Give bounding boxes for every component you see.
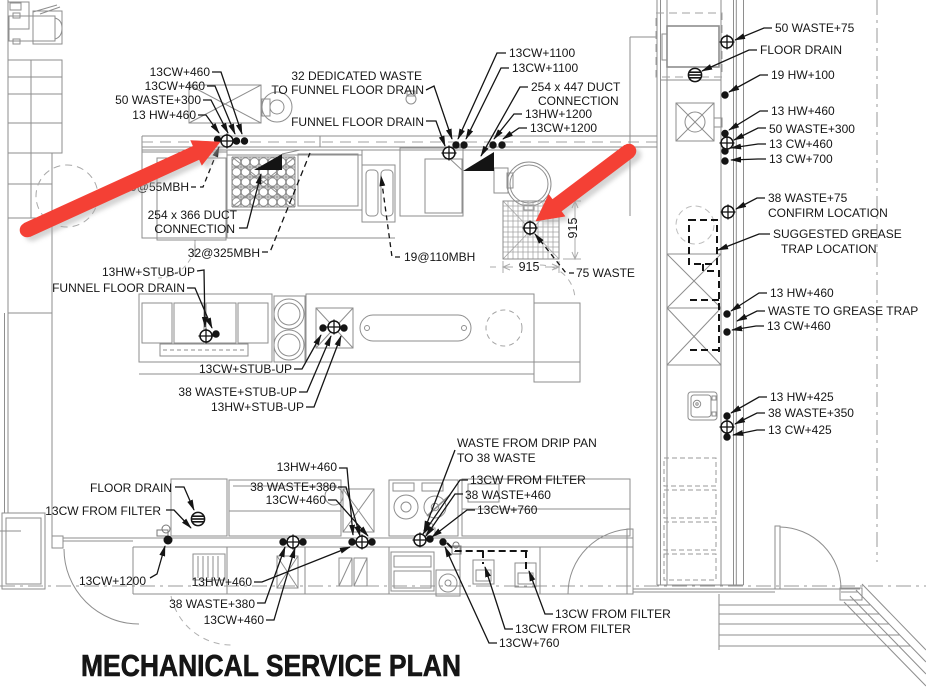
svg-text:13 HW+460: 13 HW+460: [770, 286, 834, 300]
svg-text:CONFIRM LOCATION: CONFIRM LOCATION: [768, 206, 888, 220]
svg-text:13 CW+700: 13 CW+700: [769, 152, 833, 166]
svg-text:254 x 366 DUCT: 254 x 366 DUCT: [148, 208, 238, 222]
svg-text:32@325MBH: 32@325MBH: [188, 246, 260, 260]
svg-text:13CW FROM FILTER: 13CW FROM FILTER: [555, 607, 671, 621]
svg-text:75 WASTE: 75 WASTE: [576, 266, 635, 280]
svg-text:13CW+1200: 13CW+1200: [79, 574, 146, 588]
svg-text:MECHANICAL SERVICE PLAN: MECHANICAL SERVICE PLAN: [81, 648, 461, 683]
svg-text:13CW FROM FILTER: 13CW FROM FILTER: [515, 622, 631, 636]
svg-text:13CW FROM FILTER: 13CW FROM FILTER: [470, 473, 586, 487]
svg-text:38 WASTE+350: 38 WASTE+350: [768, 406, 854, 420]
svg-text:38 WASTE+75: 38 WASTE+75: [768, 191, 848, 205]
svg-text:19@110MBH: 19@110MBH: [404, 250, 475, 264]
svg-text:38 WASTE+460: 38 WASTE+460: [465, 488, 551, 502]
svg-text:915: 915: [519, 260, 540, 274]
svg-text:13 HW+460: 13 HW+460: [771, 104, 835, 118]
svg-text:13CW+460: 13CW+460: [266, 493, 327, 507]
svg-text:13CW+760: 13CW+760: [477, 503, 538, 517]
svg-text:13 CW+460: 13 CW+460: [769, 137, 833, 151]
svg-text:50 WASTE+75: 50 WASTE+75: [775, 21, 855, 35]
svg-text:TRAP LOCATION: TRAP LOCATION: [781, 242, 877, 256]
svg-text:38 WASTE+380: 38 WASTE+380: [250, 480, 336, 494]
svg-text:13 CW+425: 13 CW+425: [768, 423, 832, 437]
svg-text:915: 915: [566, 218, 580, 239]
svg-text:13CW+1100: 13CW+1100: [509, 46, 575, 60]
svg-text:TO FUNNEL FLOOR DRAIN: TO FUNNEL FLOOR DRAIN: [271, 83, 424, 97]
svg-text:32 DEDICATED WASTE: 32 DEDICATED WASTE: [291, 69, 422, 83]
svg-text:50 WASTE+300: 50 WASTE+300: [769, 122, 855, 136]
svg-text:13 CW+460: 13 CW+460: [767, 319, 831, 333]
svg-text:FLOOR DRAIN: FLOOR DRAIN: [90, 481, 172, 495]
svg-text:CONNECTION: CONNECTION: [154, 222, 235, 236]
svg-text:WASTE FROM DRIP PAN: WASTE FROM DRIP PAN: [457, 436, 597, 450]
svg-text:FLOOR DRAIN: FLOOR DRAIN: [760, 43, 842, 57]
svg-text:FUNNEL FLOOR DRAIN: FUNNEL FLOOR DRAIN: [291, 115, 424, 129]
svg-text:CONNECTION: CONNECTION: [538, 94, 619, 108]
svg-text:13 HW+425: 13 HW+425: [770, 390, 834, 404]
svg-text:38 WASTE+380: 38 WASTE+380: [169, 597, 255, 611]
svg-text:SUGGESTED GREASE: SUGGESTED GREASE: [773, 227, 902, 241]
svg-text:13CW+1200: 13CW+1200: [530, 121, 597, 135]
svg-text:50 WASTE+300: 50 WASTE+300: [115, 93, 201, 107]
svg-text:13HW+STUB-UP: 13HW+STUB-UP: [211, 400, 304, 414]
svg-text:13HW+460: 13HW+460: [192, 575, 253, 589]
svg-text:13CW+460: 13CW+460: [145, 79, 206, 93]
svg-text:FUNNEL FLOOR DRAIN: FUNNEL FLOOR DRAIN: [52, 281, 185, 295]
svg-text:13CW+460: 13CW+460: [150, 65, 211, 79]
svg-text:13CW+STUB-UP: 13CW+STUB-UP: [199, 362, 292, 376]
svg-text:254 x 447 DUCT: 254 x 447 DUCT: [531, 80, 621, 94]
svg-text:13CW FROM FILTER: 13CW FROM FILTER: [45, 504, 161, 518]
svg-text:13CW+460: 13CW+460: [204, 613, 265, 627]
svg-text:13CW+760: 13CW+760: [499, 636, 560, 650]
svg-text:TO 38 WASTE: TO 38 WASTE: [457, 451, 536, 465]
svg-text:WASTE TO GREASE TRAP: WASTE TO GREASE TRAP: [768, 304, 918, 318]
svg-text:13HW+460: 13HW+460: [277, 460, 338, 474]
svg-text:38 WASTE+STUB-UP: 38 WASTE+STUB-UP: [178, 385, 297, 399]
svg-text:13HW+STUB-UP: 13HW+STUB-UP: [102, 265, 195, 279]
svg-text:13CW+1100: 13CW+1100: [512, 61, 578, 75]
svg-text:19 HW+100: 19 HW+100: [771, 68, 835, 82]
svg-text:13 HW+460: 13 HW+460: [132, 108, 196, 122]
svg-text:13HW+1200: 13HW+1200: [525, 107, 592, 121]
